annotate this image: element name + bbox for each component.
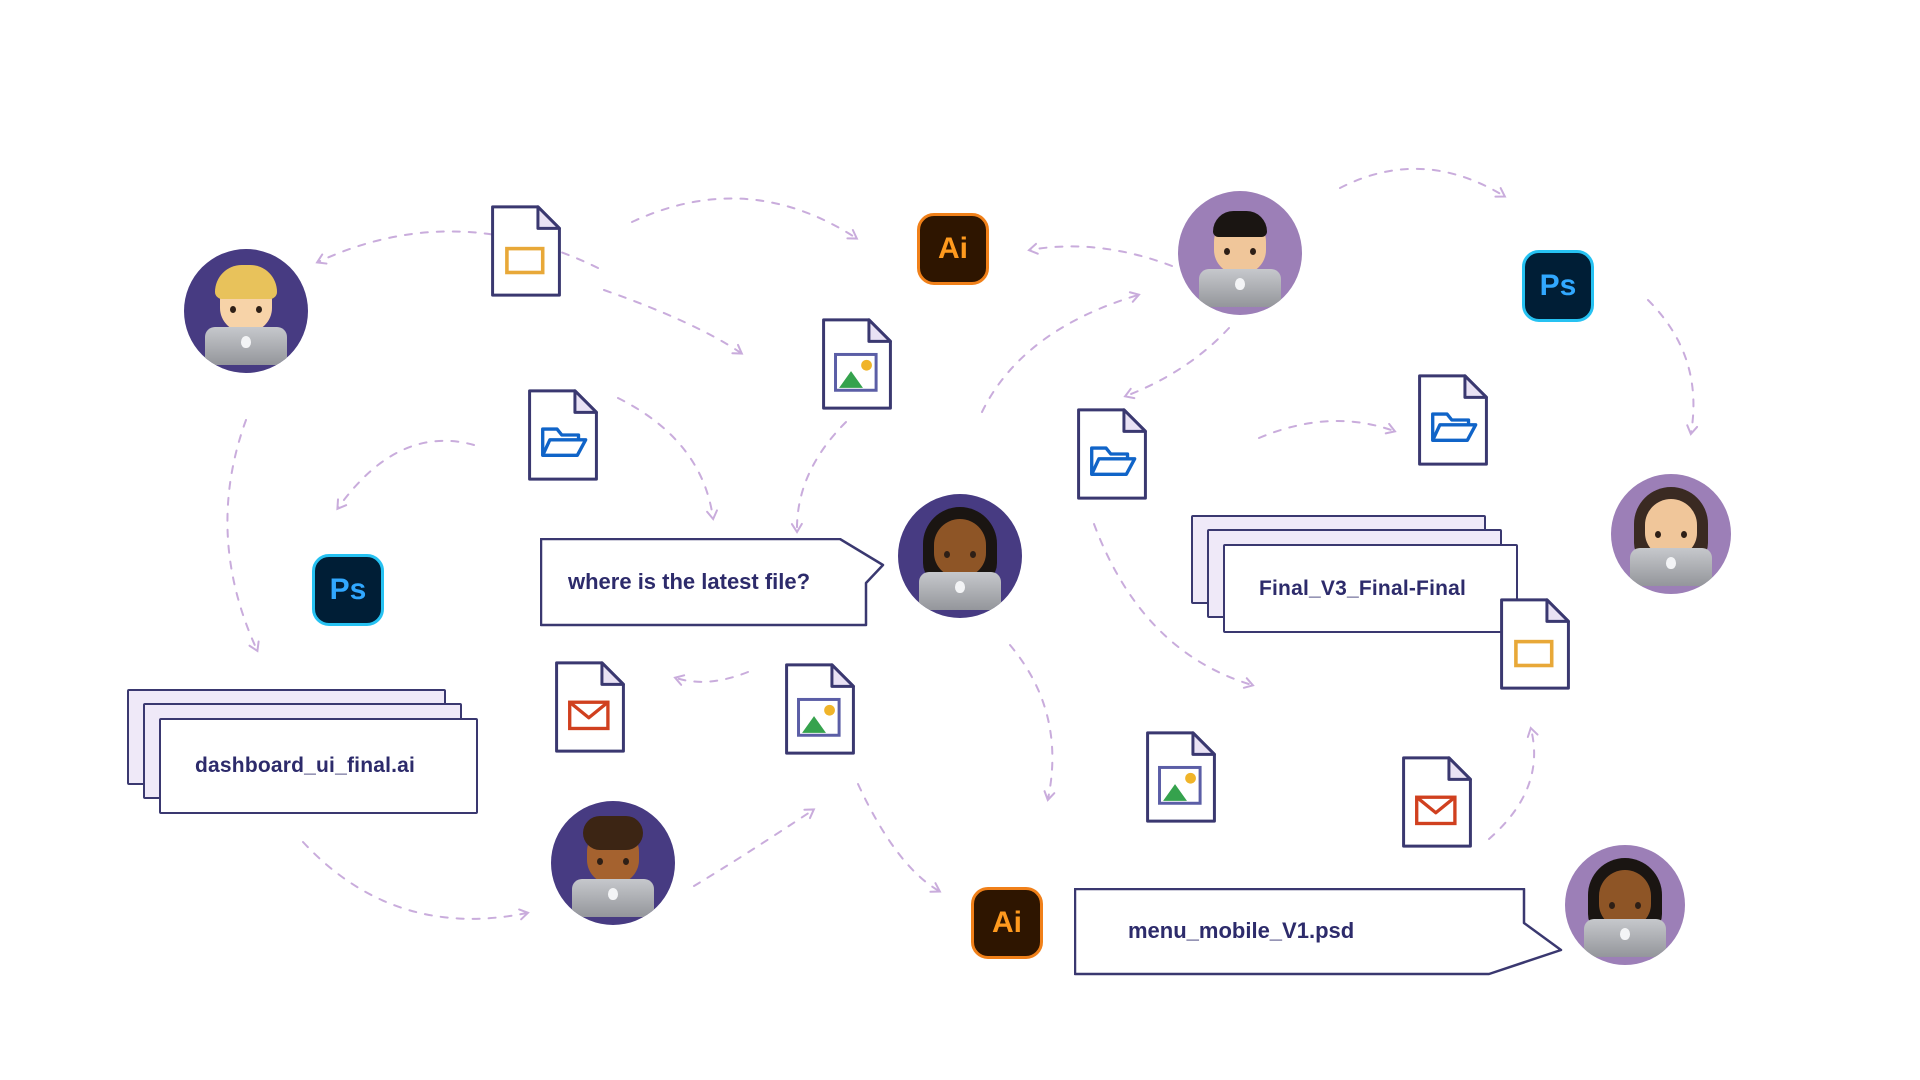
- dashed-arrow: [1123, 327, 1230, 400]
- avatar-hair: [215, 265, 277, 299]
- dashed-arrow: [1009, 644, 1056, 802]
- avatar-eyes: [1609, 902, 1641, 909]
- dashed-arrow: [1647, 299, 1699, 436]
- bubble-shape: [1074, 888, 1563, 976]
- final-file-label: Final_V3_Final-Final: [1259, 576, 1467, 600]
- image-file-icon: [785, 663, 855, 755]
- laptop-icon: [1630, 548, 1712, 586]
- illustrator-icon-label: Ai: [992, 906, 1022, 939]
- avatar-dark-haired-man: [1178, 191, 1302, 315]
- illustrator-icon: Ai: [971, 887, 1043, 959]
- avatar-long-haired-woman: [1611, 474, 1731, 594]
- photoshop-icon: Ps: [1522, 250, 1594, 322]
- dashed-arrow: [1027, 242, 1173, 267]
- photoshop-icon: Ps: [312, 554, 384, 626]
- avatar-eyes: [1655, 531, 1687, 538]
- avatar-face: [934, 519, 986, 577]
- image-file-icon: [822, 318, 892, 410]
- dashed-arrow: [336, 439, 475, 511]
- menu-file-bubble-text: menu_mobile_V1.psd: [1128, 918, 1355, 943]
- photoshop-icon-label: Ps: [1539, 269, 1577, 302]
- dashboard-file-stack: dashboard_ui_final.ai: [127, 689, 478, 814]
- avatar-woman-bottom-right: [1565, 845, 1685, 965]
- mail-file-icon: [1402, 756, 1472, 848]
- dashed-arrow: [981, 291, 1141, 413]
- avatar-hair: [1213, 211, 1267, 237]
- avatar-blonde-person: [184, 249, 308, 373]
- dashed-arrow: [1093, 523, 1255, 689]
- laptop-icon: [205, 327, 287, 365]
- dashed-arrow: [315, 230, 599, 269]
- artboard-file-icon: [1500, 598, 1570, 690]
- laptop-icon: [1584, 919, 1666, 957]
- illustrator-icon: Ai: [917, 213, 989, 285]
- laptop-icon: [919, 572, 1001, 610]
- dashed-arrow: [857, 783, 942, 893]
- avatar-woman-center: [898, 494, 1022, 618]
- folder-file-icon: [1418, 374, 1488, 466]
- folder-file-icon: [1077, 408, 1147, 500]
- dashed-arrow: [693, 808, 816, 887]
- avatar-eyes: [597, 858, 629, 865]
- avatar-eyes: [944, 551, 976, 558]
- dashed-arrow: [603, 289, 744, 355]
- photoshop-icon-label: Ps: [329, 573, 367, 606]
- question-bubble-text: where is the latest file?: [568, 568, 811, 594]
- final-file-stack: Final_V3_Final-Final: [1191, 515, 1518, 633]
- mail-file-icon: [555, 661, 625, 753]
- illustrator-icon-label: Ai: [938, 232, 968, 265]
- folder-file-icon: [528, 389, 598, 481]
- dashboard-file-label: dashboard_ui_final.ai: [195, 754, 416, 777]
- menu-file-bubble: menu_mobile_V1.psd: [1074, 888, 1564, 976]
- question-bubble: where is the latest file?: [540, 538, 886, 627]
- laptop-icon: [572, 879, 654, 917]
- image-file-icon: [1146, 731, 1216, 823]
- dashed-arrow: [1258, 420, 1397, 439]
- stack-front-sheet: dashboard_ui_final.ai: [159, 718, 478, 814]
- dashed-arrow: [790, 421, 847, 534]
- dashed-arrow: [226, 419, 260, 653]
- dashed-arrow: [631, 197, 859, 240]
- bubble-shape: [540, 538, 885, 627]
- stack-front-sheet: Final_V3_Final-Final: [1223, 544, 1518, 633]
- avatar-eyes: [1224, 248, 1256, 255]
- avatar-eyes: [230, 306, 262, 313]
- avatar-hair: [583, 816, 643, 850]
- dashed-arrow: [617, 397, 718, 521]
- dashed-arrow: [1488, 726, 1539, 840]
- dashed-arrow: [302, 841, 530, 921]
- artboard-file-icon: [491, 205, 561, 297]
- laptop-icon: [1199, 269, 1281, 307]
- avatar-curly-haired-person: [551, 801, 675, 925]
- dashed-arrow: [673, 671, 749, 686]
- dashed-arrow: [1339, 167, 1507, 198]
